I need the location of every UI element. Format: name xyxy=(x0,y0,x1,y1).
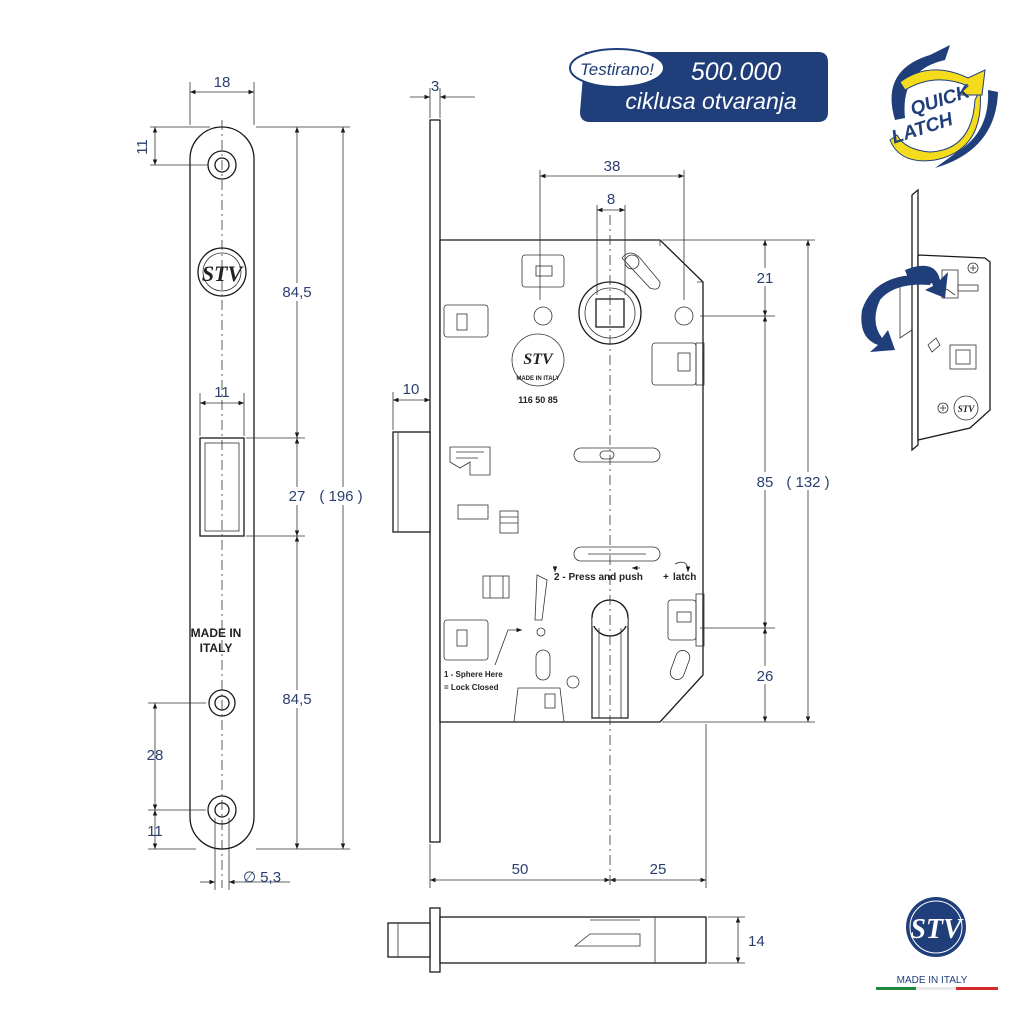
faceplate-logo-text: STV xyxy=(202,261,245,286)
right-clip-upper xyxy=(651,342,705,386)
perspective-thumbnail: STV xyxy=(861,188,991,452)
rotation-arrows-icon xyxy=(674,561,691,573)
body-made-arc: MADE IN ITALY xyxy=(516,376,559,382)
dim-bottom-pitch: 28 xyxy=(147,747,164,764)
faceplate-logo-icon: STV xyxy=(197,247,247,297)
dim-body-height: ( 132 ) xyxy=(786,474,829,491)
dim-hole-diameter: ∅ 5,3 xyxy=(243,869,281,886)
dim-center: 85 xyxy=(757,474,774,491)
left-clip-upper xyxy=(443,304,489,338)
dim-bottom-hole: 11 xyxy=(147,823,163,840)
svg-text:STV: STV xyxy=(523,351,554,368)
dim-faceplate-width: 18 xyxy=(214,74,231,91)
dim-plate: 3 xyxy=(431,78,439,95)
side-case xyxy=(439,916,707,964)
side-view: 14 xyxy=(387,907,765,973)
dim-latch-width: 11 xyxy=(214,384,230,401)
latch-bolt xyxy=(392,431,431,533)
brand-logo-text: STV xyxy=(910,914,964,945)
side-front-plate xyxy=(429,907,441,973)
quick-latch-icon: QUICK LATCH xyxy=(889,45,998,168)
lock-case xyxy=(439,239,704,723)
latch-spring xyxy=(449,446,491,476)
dim-bottom: 26 xyxy=(757,668,774,685)
dim-cylinder-edge: 25 xyxy=(650,861,667,878)
dim-lower: 84,5 xyxy=(282,691,311,708)
svg-text:+: + xyxy=(663,572,669,583)
dim-total-height: ( 196 ) xyxy=(319,488,362,505)
bottom-clip xyxy=(513,687,565,723)
body-instruction-1b: = Lock Closed xyxy=(444,683,499,692)
dim-spacing: 38 xyxy=(604,158,621,175)
right-clip-lower xyxy=(667,593,705,647)
svg-text:STV: STV xyxy=(958,404,976,414)
brand-logo: STV MADE IN ITALY xyxy=(876,897,998,990)
screw-icon xyxy=(967,262,979,274)
body-latch-word: latch xyxy=(673,572,696,583)
faceplate-made-in: MADE IN xyxy=(191,626,242,640)
dim-top-hole: 11 xyxy=(134,139,151,155)
dim-backset: 50 xyxy=(512,861,529,878)
dim-thickness: 14 xyxy=(748,933,765,950)
dim-top-offset: 21 xyxy=(757,270,774,287)
dim-latch-height: 27 xyxy=(289,488,306,505)
body-logo-icon: STV MADE IN ITALY xyxy=(511,333,565,387)
dim-upper: 84,5 xyxy=(282,284,311,301)
dim-square: 8 xyxy=(607,191,615,208)
lock-front-plate xyxy=(429,119,441,843)
badge-cycles: 500.000 xyxy=(691,58,781,86)
badge-cycles-text: ciklusa otvaranja xyxy=(625,88,796,114)
left-clip-lower xyxy=(443,619,489,661)
faceplate-view: STV MADE IN ITALY 18 11 xyxy=(134,74,372,890)
brand-tagline: MADE IN ITALY xyxy=(897,975,968,986)
dim-latch-projection: 10 xyxy=(403,381,420,398)
faceplate-italy: ITALY xyxy=(200,641,233,655)
lock-body-view: STV MADE IN ITALY 116 50 85 2 - Press an… xyxy=(392,78,840,888)
badge-tested: Testirano! xyxy=(580,60,654,79)
body-instruction-2: 2 - Press and push xyxy=(554,572,643,583)
body-instruction-1a: 1 - Sphere Here xyxy=(444,670,503,679)
top-clip xyxy=(521,254,565,288)
body-code: 116 50 85 xyxy=(518,395,558,405)
follower-hub xyxy=(578,281,642,345)
tested-badge: Testirano! 500.000 ciklusa otvaranja xyxy=(569,48,828,122)
